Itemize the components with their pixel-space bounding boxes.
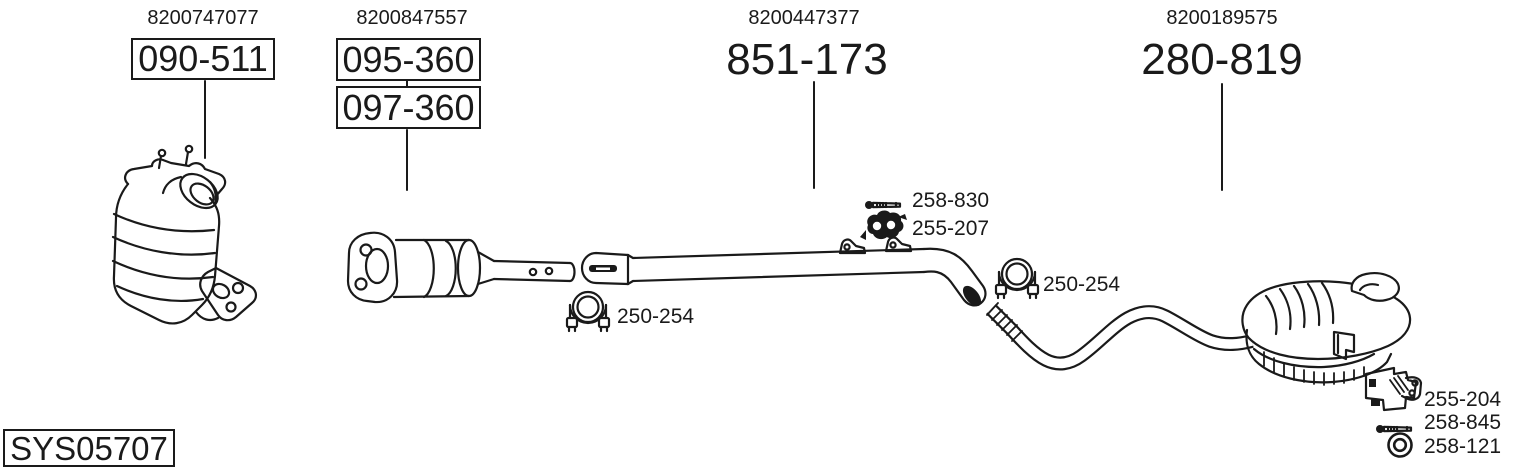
bolt-icon [1374,423,1413,435]
oe-ref-rear-silencer: 8200189575 [1166,7,1278,29]
washer-icon [1387,432,1413,458]
oe-ref-front-cat: 8200747077 [147,7,259,29]
part-code-rear-silencer: 280-819 [1141,35,1303,84]
part-code-front-cat: 090-511 [131,38,275,80]
rubber-mount-icon [860,210,907,240]
leader-lines [204,80,1223,191]
pipe-clamp-icon [994,257,1040,300]
hanger-bracket-icon [1364,366,1423,412]
rear-pipe-drawing [986,302,1254,371]
fitting-label-258-830: 258-830 [912,189,990,212]
rear-silencer-drawing [1241,272,1412,386]
fitting-label-258-845: 258-845 [1424,411,1502,434]
fitting-label-255-204: 255-204 [1424,388,1502,411]
part-code-mid-cat-2: 097-360 [336,86,481,129]
part-code-mid-cat-1: 095-360 [336,38,481,81]
mid-catalytic-converter-drawing [346,231,576,304]
pipe-clamp-icon [565,290,611,333]
fitting-label-258-121: 258-121 [1424,435,1502,458]
fitting-label-250-254-rear: 250-254 [1043,273,1121,296]
fitting-label-255-207: 255-207 [912,217,990,240]
system-code-box: SYS05707 [3,429,175,467]
bolt-icon [863,199,902,211]
centre-pipe-drawing [580,236,987,307]
fitting-label-250-254-centre: 250-254 [617,305,695,328]
oe-ref-mid-cat: 8200847557 [356,7,468,29]
part-code-centre-pipe: 851-173 [726,35,888,84]
front-catalytic-converter-drawing [111,144,257,325]
oe-ref-centre-pipe: 8200447377 [748,7,860,29]
